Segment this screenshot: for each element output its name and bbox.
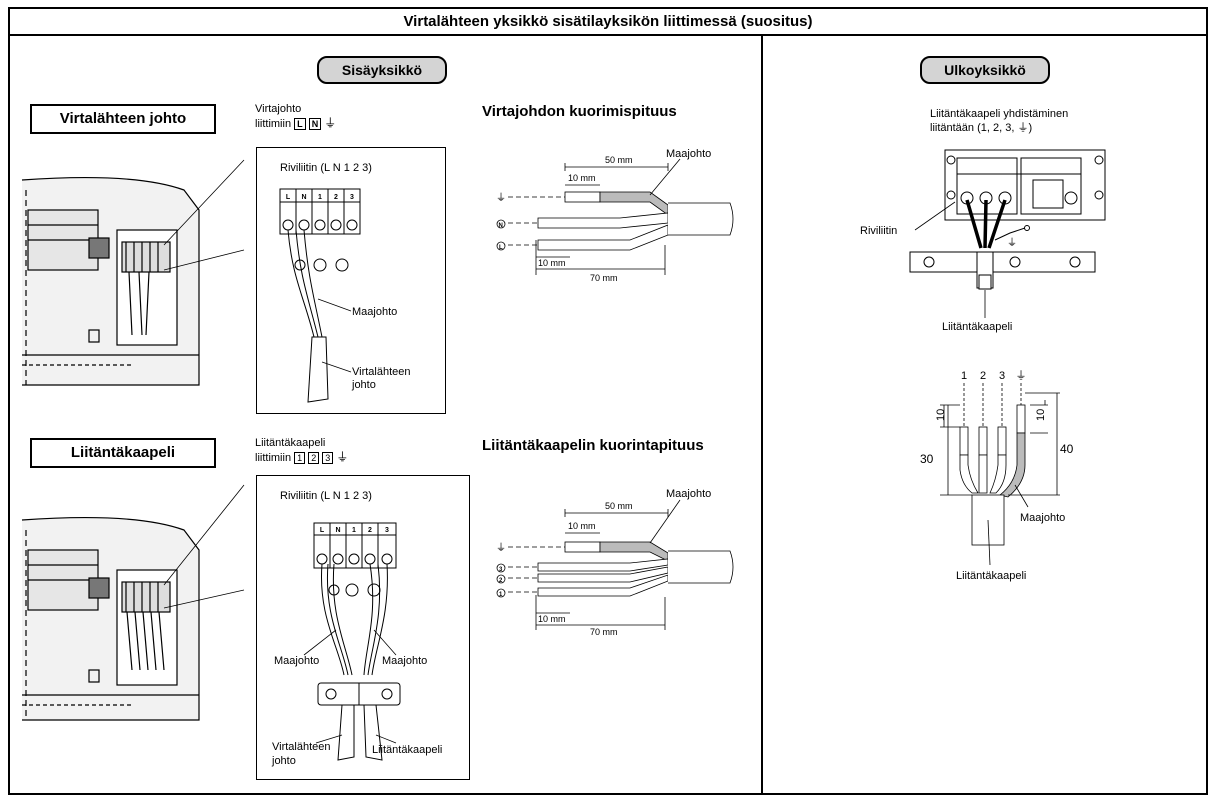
wire-1-marker: 1: [499, 592, 503, 598]
power-strip-earth: Maajohto: [666, 148, 711, 160]
connecting-strip-earth: Maajohto: [666, 488, 711, 500]
outdoor-connect-line2: liitäntään (1, 2, 3, ⏚): [930, 122, 1033, 134]
connecting-cable-label: Liitäntäkaapeli: [30, 438, 216, 468]
power-cord-label: Virtalähteen johto: [30, 104, 216, 134]
power-strip-bottom: 10 mm: [538, 258, 566, 268]
terminal-3-box: 3: [322, 452, 334, 464]
outdoor-earth-wire: Maajohto: [1020, 512, 1065, 524]
terminal-letter: N: [301, 194, 306, 201]
outdoor-dim-top: 10: [1035, 409, 1047, 421]
connecting-cable-right: Liitäntäkaapeli: [372, 744, 442, 756]
terminal-letter: 1: [352, 527, 356, 534]
power-cable-label-1: Virtalähteen: [352, 366, 411, 378]
connecting-terminal-detail: Riviliitin (L N 1 2 3) L N 1 2 3 Maajoht…: [256, 475, 470, 780]
earth-icon: ⏚: [1007, 237, 1017, 249]
terminal-letter: 1: [318, 194, 322, 201]
indoor-unit-illustration-power: [21, 159, 245, 386]
wire-number: 3: [999, 370, 1005, 382]
power-strip-overall: 70 mm: [590, 273, 618, 283]
wire-2-marker: 2: [499, 578, 503, 584]
wire-number: 2: [980, 370, 986, 382]
connecting-strip-bottom: 10 mm: [538, 614, 566, 624]
wire-3-marker: 3: [499, 567, 503, 573]
terminal-l-box: L: [294, 118, 306, 130]
outdoor-strip-diagram: 1 2 3 ⏚ 10 10 30 40 Maajohto Liitäntäkaa…: [920, 369, 1074, 582]
page-title: Virtalähteen yksikkö sisätilayksikön lii…: [10, 9, 1206, 36]
outdoor-terminal-block-label: Riviliitin: [860, 225, 898, 237]
power-strip-tip: 10 mm: [568, 173, 596, 183]
connecting-strip-diagram: 50 mm 10 mm 10 mm 70 mm Maajohto ⏚ 3 2 1: [496, 488, 734, 637]
connecting-strip-total: 50 mm: [605, 501, 633, 511]
terminal-2-box: 2: [308, 452, 320, 464]
terminal-letter: N: [335, 527, 340, 534]
earth-icon: ⏚: [336, 450, 349, 464]
power-strip-total: 50 mm: [605, 155, 633, 165]
power-terminal-detail: Riviliitin (L N 1 2 3) L N 1 2 3 Maajoht…: [256, 147, 446, 414]
outdoor-connect-line1: Liitäntäkaapeli yhdistäminen: [930, 108, 1069, 120]
connecting-earth-right: Maajohto: [382, 655, 427, 667]
terminal-letter: L: [320, 527, 325, 534]
power-connect-line1: Virtajohto: [255, 103, 302, 115]
terminal-letter: 3: [350, 194, 354, 201]
column-divider: [761, 36, 763, 795]
connecting-strip-title: Liitäntäkaapelin kuorintapituus: [482, 437, 704, 454]
connecting-earth-left: Maajohto: [274, 655, 319, 667]
power-terminal-block-label: Riviliitin (L N 1 2 3): [280, 162, 372, 174]
connecting-connect-line1: Liitäntäkaapeli: [255, 437, 326, 449]
power-cable-label-2: johto: [351, 379, 376, 391]
outdoor-terminal-diagram: ⏚: [909, 149, 1106, 318]
terminal-letter: 3: [385, 527, 389, 534]
wire-number: ⏚: [1016, 369, 1027, 382]
terminal-letter: 2: [368, 527, 372, 534]
connecting-cable-left-1: Virtalähteen: [272, 741, 331, 753]
power-earth-wire-label: Maajohto: [352, 306, 397, 318]
outdoor-cable-label: Liitäntäkaapeli: [942, 321, 1013, 333]
terminal-letter: 2: [334, 194, 338, 201]
outdoor-dim-left-small: 10: [935, 409, 947, 421]
outdoor-cable-bottom: Liitäntäkaapeli: [956, 570, 1026, 582]
wire-l-marker: L: [499, 245, 503, 251]
outdoor-dim-left: 30: [920, 452, 934, 466]
wire-number: 1: [961, 370, 967, 382]
terminal-n-box: N: [308, 118, 322, 130]
power-strip-diagram: 50 mm 10 mm 10 mm 70 mm Maajohto ⏚ N L: [496, 148, 734, 283]
indoor-unit-header: Sisäyksikkö: [317, 56, 447, 84]
power-connect-line2: liittimiin L N ⏚: [255, 116, 337, 130]
indoor-unit-illustration-connecting: [21, 484, 245, 721]
connecting-strip-tip: 10 mm: [568, 521, 596, 531]
power-strip-title: Virtajohdon kuorimispituus: [482, 103, 677, 120]
terminal-letter: L: [286, 194, 291, 201]
diagram-frame: Virtalähteen yksikkö sisätilayksikön lii…: [8, 7, 1208, 795]
earth-icon: ⏚: [496, 192, 506, 204]
connecting-cable-left-2: johto: [271, 755, 296, 767]
connecting-strip-overall: 70 mm: [590, 627, 618, 637]
connecting-connect-line2: liittimiin 1 2 3 ⏚: [255, 450, 349, 464]
wire-n-marker: N: [499, 223, 503, 229]
outdoor-unit-header: Ulkoyksikkö: [920, 56, 1050, 84]
terminal-1-box: 1: [294, 452, 306, 464]
connecting-terminal-block-label: Riviliitin (L N 1 2 3): [280, 490, 372, 502]
earth-icon: ⏚: [324, 116, 337, 130]
earth-icon: ⏚: [496, 542, 506, 554]
outdoor-dim-right: 40: [1060, 442, 1074, 456]
